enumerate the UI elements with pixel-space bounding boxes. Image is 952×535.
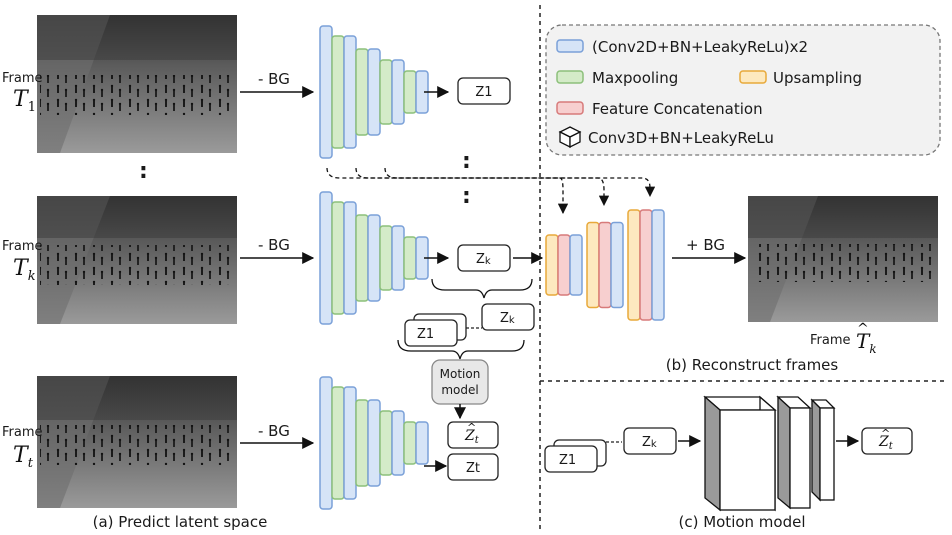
legend-item-concatenation: Feature Concatenation xyxy=(556,100,763,118)
maxpool-block-1 xyxy=(331,201,345,315)
maxpool-block-7 xyxy=(403,236,417,280)
label-plus-bg: + BG xyxy=(686,236,725,254)
concat-block-7 xyxy=(639,209,653,321)
decoder xyxy=(545,209,665,321)
label-minus-bg-tt: - BG xyxy=(258,422,290,440)
frame-word-tk: Frame xyxy=(2,239,43,254)
conv-block-2 xyxy=(343,386,357,500)
conv-block-5 xyxy=(610,221,624,309)
conv-block-0 xyxy=(319,191,333,325)
encoder-t1 xyxy=(319,25,429,159)
encoder-tk xyxy=(319,191,429,325)
conv-block-6 xyxy=(391,59,405,125)
maxpool-block-7 xyxy=(403,70,417,114)
caption-a: (a) Predict latent space xyxy=(93,513,268,531)
ellipsis-frames: : xyxy=(139,159,148,184)
ellipsis-latent-bottom: : xyxy=(462,184,471,209)
frame-var-tt: Tt xyxy=(13,443,34,471)
maxpool-block-1 xyxy=(331,386,345,500)
svg-text:^: ^ xyxy=(467,421,476,434)
latent-z1-box: Z1 xyxy=(457,77,511,105)
svg-text:model: model xyxy=(441,383,478,397)
conv-block-2 xyxy=(343,35,357,149)
conv-block-8 xyxy=(651,209,665,321)
motion-model-detail: Z1 Zk Zt ^ xyxy=(544,395,913,512)
maxpool-block-3 xyxy=(355,48,369,136)
svg-text:Feature Concatenation: Feature Concatenation xyxy=(592,100,763,118)
frame-var-t1: T1 xyxy=(13,87,36,115)
svg-text:Zk: Zk xyxy=(642,435,657,450)
svg-text:Z1: Z1 xyxy=(417,327,434,342)
svg-text:Z1: Z1 xyxy=(475,85,492,100)
maxpool-block-1 xyxy=(331,35,345,149)
frame-image-output xyxy=(748,196,938,322)
conv-block-4 xyxy=(367,48,381,136)
label-minus-bg-tk: - BG xyxy=(258,236,290,254)
maxpool-block-5 xyxy=(379,59,393,125)
svg-text:Maxpooling: Maxpooling xyxy=(592,69,678,87)
svg-text:Zk: Zk xyxy=(476,252,491,267)
latent-zt-box: Zt xyxy=(447,453,499,481)
conv-block-8 xyxy=(415,421,429,465)
svg-text:(Conv2D+BN+LeakyReLu)x2: (Conv2D+BN+LeakyReLu)x2 xyxy=(592,38,808,56)
latent-stack-pair: Z1 Zk xyxy=(404,303,535,347)
concat-block-1 xyxy=(557,234,571,296)
legend-item-conv3d: Conv3D+BN+LeakyReLu xyxy=(558,126,774,149)
frame-var-tk: Tk xyxy=(13,256,36,284)
frame-word-tt: Frame xyxy=(2,425,43,440)
skip-connections xyxy=(326,167,656,215)
maxpool-block-5 xyxy=(379,410,393,476)
upsample-block-6 xyxy=(627,209,641,321)
svg-text:Zk: Zk xyxy=(500,311,515,326)
legend-item-conv2d: (Conv2D+BN+LeakyReLu)x2 xyxy=(556,38,808,56)
conv-block-2 xyxy=(343,201,357,315)
upsample-block-3 xyxy=(586,221,600,309)
caption-b: (b) Reconstruct frames xyxy=(666,356,839,374)
brace-lower xyxy=(397,339,525,360)
frame-image-tk xyxy=(37,196,237,324)
caption-c: (c) Motion model xyxy=(678,513,805,531)
frame-var-output: Tk xyxy=(856,329,877,356)
svg-text:Z1: Z1 xyxy=(559,453,576,468)
svg-text:Conv3D+BN+LeakyReLu: Conv3D+BN+LeakyReLu xyxy=(588,129,774,147)
frame-image-tt xyxy=(37,376,237,508)
conv-block-2 xyxy=(569,234,583,296)
frame-output-hat: ^ xyxy=(857,321,869,337)
concat-block-4 xyxy=(598,221,612,309)
svg-text:Upsampling: Upsampling xyxy=(773,69,862,87)
label-minus-bg-t1: - BG xyxy=(258,70,290,88)
conv-block-4 xyxy=(367,399,381,487)
svg-text:Zt: Zt xyxy=(878,434,894,452)
conv-block-0 xyxy=(319,25,333,159)
maxpool-block-3 xyxy=(355,399,369,487)
frame-image-t1 xyxy=(37,15,237,153)
latent-zhat-t-box: Zt ^ xyxy=(447,421,499,449)
maxpool-block-3 xyxy=(355,214,369,302)
frame-word-t1: Frame xyxy=(2,71,43,86)
ellipsis-latent-top: : xyxy=(462,149,471,174)
upsample-block-0 xyxy=(545,234,559,296)
conv-block-0 xyxy=(319,376,333,510)
conv-block-6 xyxy=(391,225,405,291)
svg-text:Zt: Zt xyxy=(464,428,480,446)
maxpool-block-7 xyxy=(403,421,417,465)
latent-zk-box: Zk xyxy=(457,244,511,272)
frame-word-output: Frame xyxy=(810,333,851,348)
svg-text:Zt: Zt xyxy=(466,461,480,476)
conv-block-4 xyxy=(367,214,381,302)
cube-icon xyxy=(558,126,582,149)
maxpool-block-5 xyxy=(379,225,393,291)
legend: (Conv2D+BN+LeakyReLu)x2 Maxpooling Upsam… xyxy=(545,24,941,156)
brace-upper xyxy=(431,278,533,299)
legend-item-maxpooling: Maxpooling xyxy=(556,69,678,87)
conv-block-6 xyxy=(391,410,405,476)
svg-text:Motion: Motion xyxy=(440,367,481,381)
svg-text:^: ^ xyxy=(881,427,890,440)
legend-item-upsampling: Upsampling xyxy=(739,69,862,87)
motion-model-box: Motion model xyxy=(431,359,489,405)
encoder-tt xyxy=(319,376,429,510)
